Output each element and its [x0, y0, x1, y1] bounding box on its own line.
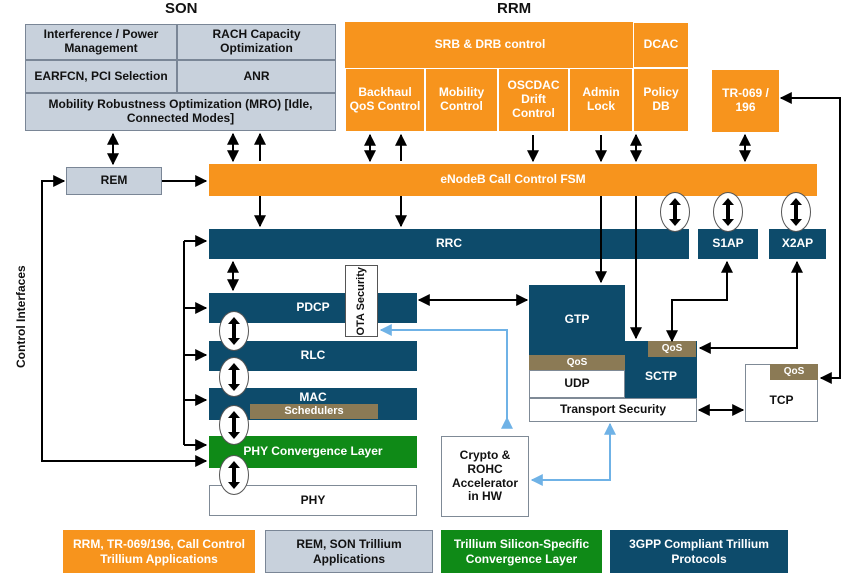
- ota-security-block: OTA Security: [345, 265, 378, 337]
- rrm-policy-db: Policy DB: [633, 68, 689, 132]
- legend-orange: RRM, TR-069/196, Call Control Trillium A…: [63, 530, 255, 573]
- fsm-rrc-double-arrow-icon: [660, 192, 690, 232]
- son-interference-power: Interference / Power Management: [25, 24, 177, 60]
- son-rach-capacity: RACH Capacity Optimization: [177, 24, 336, 60]
- rrm-backhaul-qos: Backhaul QoS Control: [345, 68, 425, 132]
- rrm-heading: RRM: [497, 0, 532, 17]
- rrm-mobility-control: Mobility Control: [425, 68, 498, 132]
- tr069-block: TR-069 / 196: [712, 70, 779, 132]
- rrm-dcac: DCAC: [633, 22, 689, 68]
- s1ap-block: S1AP: [698, 229, 758, 259]
- legend-grey: REM, SON Trillium Applications: [265, 530, 433, 573]
- fsm-x2ap-double-arrow-icon: [781, 192, 811, 232]
- son-earfcn-pci: EARFCN, PCI Selection: [25, 60, 177, 93]
- gtp-block: GTP: [529, 285, 625, 355]
- fsm-s1ap-double-arrow-icon: [713, 192, 743, 232]
- gtp-qos-badge: QoS: [529, 355, 625, 370]
- enodeb-call-control-fsm: eNodeB Call Control FSM: [209, 164, 817, 196]
- crypto-rohc-accelerator: Crypto & ROHC Accelerator in HW: [441, 436, 529, 517]
- legend-green: Trillium Silicon-Specific Convergence La…: [441, 530, 602, 573]
- mac-phyconv-double-arrow-icon: [219, 405, 249, 445]
- phyconv-phy-double-arrow-icon: [219, 455, 249, 495]
- rrc-block: RRC: [209, 229, 689, 259]
- son-anr: ANR: [177, 60, 336, 93]
- son-mro: Mobility Robustness Optimization (MRO) […: [25, 93, 336, 131]
- transport-security-block: Transport Security: [529, 398, 697, 422]
- rrm-oscdac-drift: OSCDAC Drift Control: [498, 68, 569, 132]
- son-heading: SON: [165, 0, 198, 17]
- rlc-mac-double-arrow-icon: [219, 357, 249, 397]
- udp-block: UDP: [529, 370, 625, 398]
- sctp-qos-badge: QoS: [648, 341, 696, 357]
- rrm-admin-lock: Admin Lock: [569, 68, 633, 132]
- rrm-srb-drb-control: SRB & DRB control: [345, 22, 635, 68]
- legend-navy: 3GPP Compliant Trillium Protocols: [610, 530, 788, 573]
- schedulers-block: Schedulers: [250, 404, 378, 419]
- pdcp-block: PDCP: [209, 293, 417, 323]
- pdcp-rlc-double-arrow-icon: [219, 311, 249, 351]
